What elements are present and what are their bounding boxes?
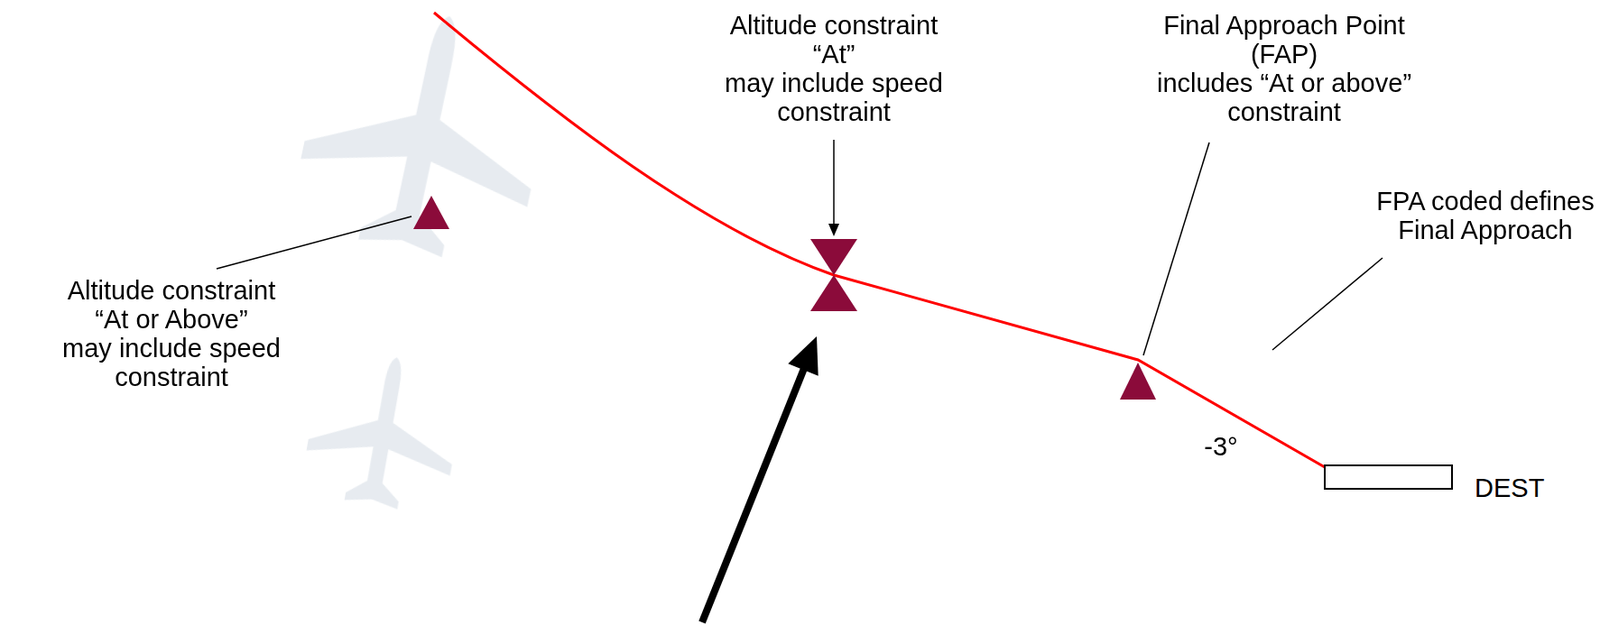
- leader-line: [832, 139, 835, 226]
- fap-symbol: [1119, 362, 1157, 400]
- aircraft-watermark: [298, 344, 469, 518]
- runway: [1324, 465, 1453, 490]
- annotation-label: Final Approach Point(FAP)includes “At or…: [1156, 10, 1412, 127]
- leader-line: [216, 216, 412, 269]
- annotation-label: FPA coded definesFinal Approach: [1376, 186, 1594, 245]
- at-constraint-symbol: [810, 239, 858, 276]
- at-or-above-symbol: [413, 195, 450, 230]
- at-constraint-symbol: [810, 275, 858, 312]
- leader-line: [1272, 258, 1383, 351]
- annotation-label: Altitude constraint“At”may include speed…: [724, 10, 944, 127]
- pointer-arrow: [702, 366, 805, 623]
- aircraft-watermark: [286, 0, 564, 273]
- annotation-label: DEST: [1474, 473, 1545, 503]
- annotation-label: -3°: [1203, 432, 1238, 462]
- leader-arrowhead: [828, 223, 840, 237]
- leader-line: [1143, 142, 1210, 356]
- annotation-label: Altitude constraint“At or Above”may incl…: [62, 276, 281, 392]
- aircraft-watermark: [286, 0, 564, 518]
- pointer-arrowhead: [787, 336, 818, 377]
